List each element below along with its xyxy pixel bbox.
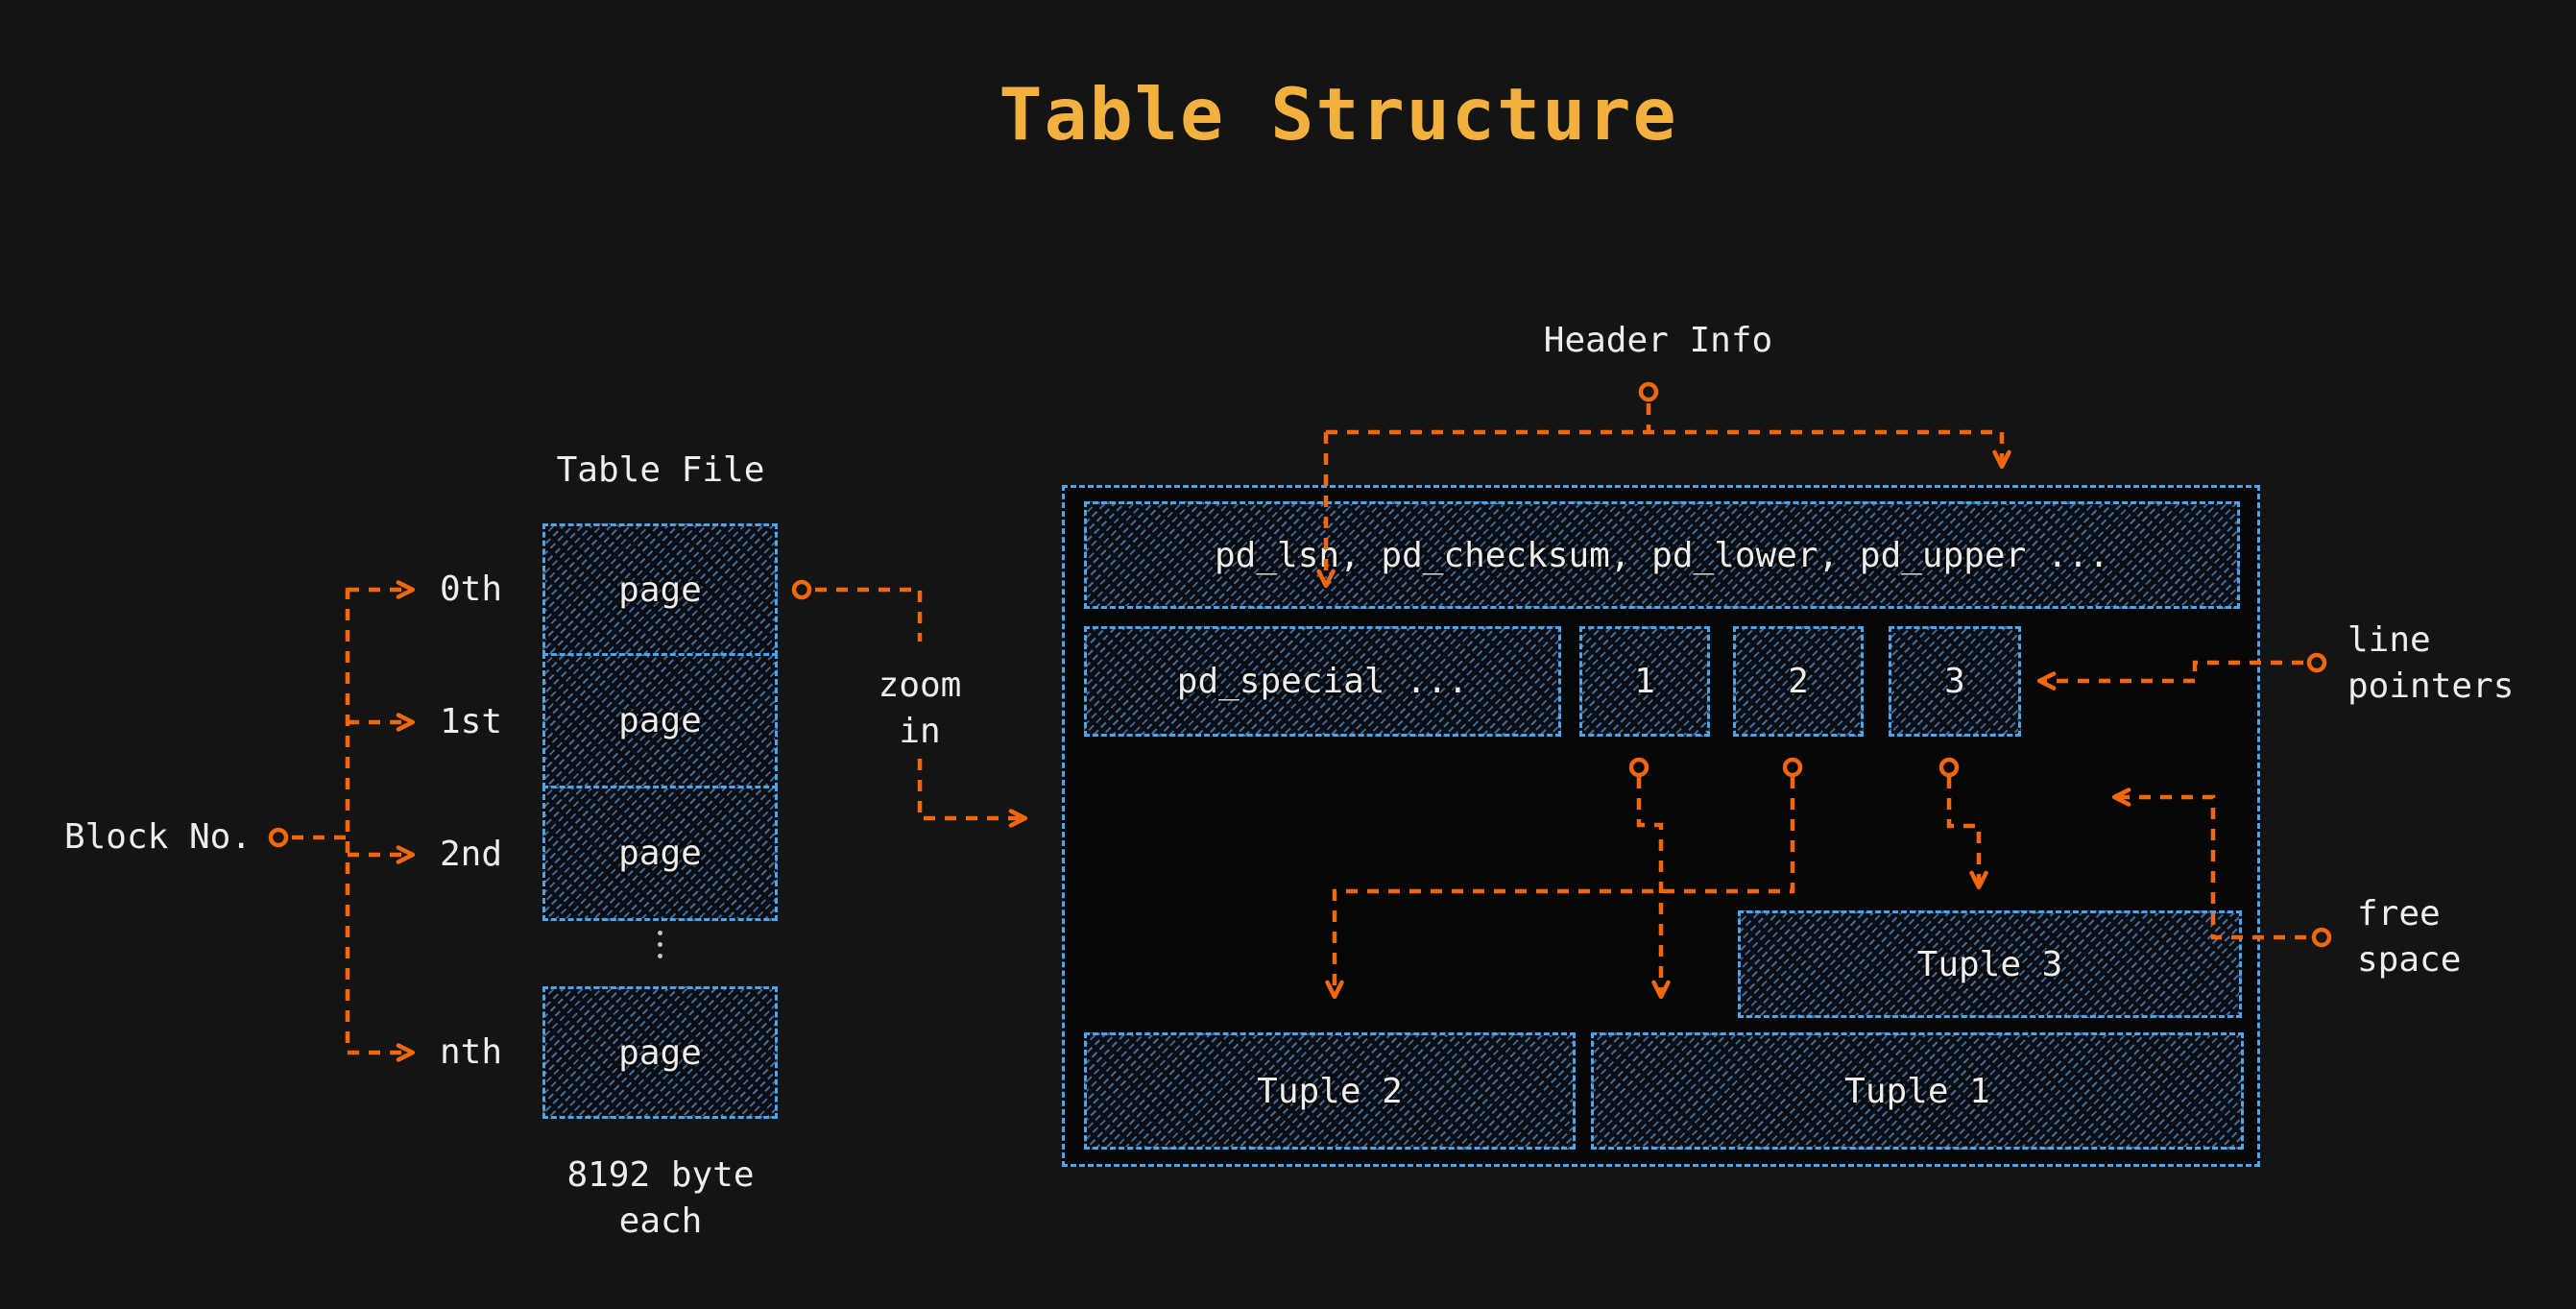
tuple-3-box: Tuple 3 xyxy=(1738,910,2242,1018)
tuple-1-text: Tuple 1 xyxy=(1844,1071,1990,1111)
block-index-2nd: 2nd xyxy=(440,835,503,874)
line-pointers-label-line2: pointers xyxy=(2347,667,2515,706)
block-no-label: Block No. xyxy=(63,817,252,857)
header-info-origin-dot xyxy=(1638,381,1659,402)
tuple-1-box: Tuple 1 xyxy=(1591,1032,2244,1150)
free-space-label: free space xyxy=(2357,891,2461,983)
page-header-fields-text: pd_lsn, pd_checksum, pd_lower, pd_upper … xyxy=(1215,535,2109,575)
page-block-1-label: page xyxy=(618,701,702,740)
page-size-note-line2: each xyxy=(618,1201,703,1241)
pd-special-box: pd_special ... xyxy=(1084,626,1561,737)
free-space-label-line1: free xyxy=(2357,894,2441,933)
line-pointer-1-box: 1 xyxy=(1579,626,1710,737)
zoom-line-lower xyxy=(917,759,1028,828)
zoom-origin-dot xyxy=(791,579,812,600)
page-block-nth: page xyxy=(542,986,778,1119)
zoom-in-label: zoom in xyxy=(848,663,992,755)
page-block-0: page xyxy=(542,523,778,656)
page-block-1: page xyxy=(542,653,778,788)
page-header-fields-box: pd_lsn, pd_checksum, pd_lower, pd_upper … xyxy=(1084,501,2240,609)
block-no-origin-dot xyxy=(268,827,289,848)
line-pointers-label-line1: line xyxy=(2347,620,2431,660)
header-info-label: Header Info xyxy=(1543,321,1773,360)
tuple-3-text: Tuple 3 xyxy=(1916,944,2063,984)
line-pointer-3-box: 3 xyxy=(1889,626,2021,737)
page-block-0-label: page xyxy=(618,570,702,610)
tuple-2-box: Tuple 2 xyxy=(1084,1032,1576,1150)
page-block-2: page xyxy=(542,786,778,921)
zoom-line-upper xyxy=(815,587,923,642)
page-size-note: 8192 byte each xyxy=(488,1152,833,1245)
pd-special-text: pd_special ... xyxy=(1176,662,1469,701)
page-block-2-label: page xyxy=(618,834,702,873)
block-index-nth: nth xyxy=(440,1032,503,1072)
zoom-in-label-line2: in xyxy=(899,712,941,751)
page-block-nth-label: page xyxy=(618,1032,702,1073)
page-title: Table Structure xyxy=(999,72,1678,157)
block-index-1st: 1st xyxy=(440,702,503,741)
zoom-in-label-line1: zoom xyxy=(878,666,962,705)
line-pointers-label: line pointers xyxy=(2347,618,2514,710)
line-pointer-3-text: 3 xyxy=(1944,662,1965,701)
line-pointer-2-text: 2 xyxy=(1788,662,1809,701)
table-file-label: Table File xyxy=(556,450,765,490)
line-pointer-2-box: 2 xyxy=(1733,626,1864,737)
free-space-origin-dot xyxy=(2311,927,2332,948)
line-pointer-1-text: 1 xyxy=(1634,662,1655,701)
block-index-0th: 0th xyxy=(440,570,503,609)
ellipsis-dots xyxy=(658,924,662,965)
free-space-label-line2: space xyxy=(2357,940,2462,980)
tuple-2-text: Tuple 2 xyxy=(1257,1071,1403,1111)
page-size-note-line1: 8192 byte xyxy=(566,1155,755,1195)
line-pointers-origin-dot xyxy=(2306,652,2327,673)
